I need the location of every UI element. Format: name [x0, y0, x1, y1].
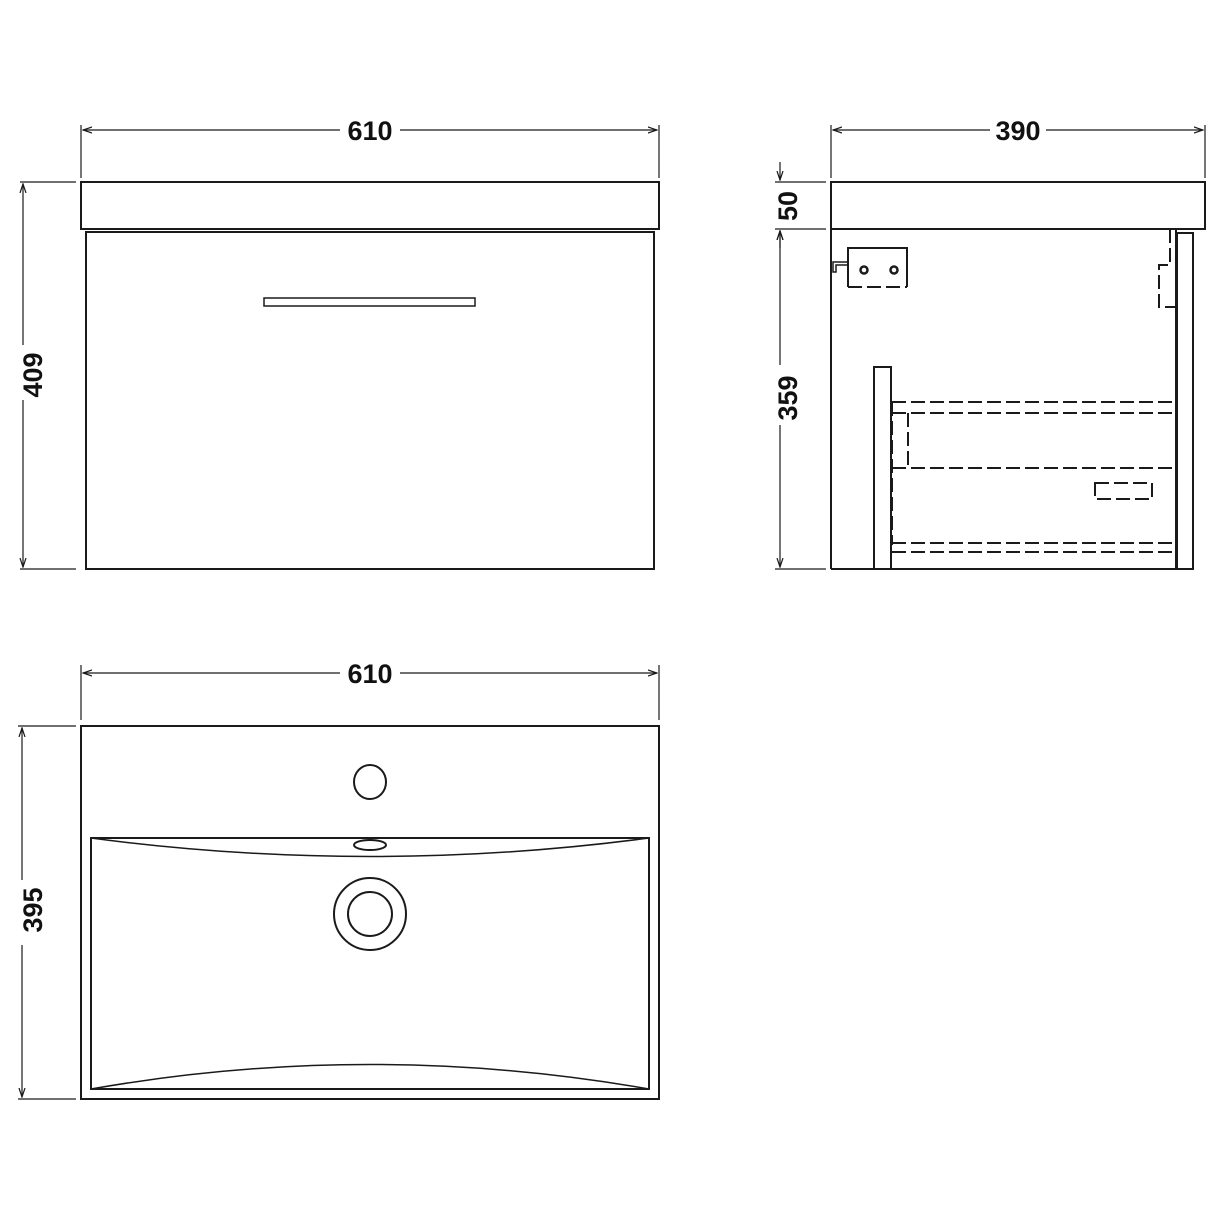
- drawer-box: [891, 401, 1176, 553]
- handle-cutout: [1094, 482, 1153, 500]
- front-panel: [1176, 232, 1194, 570]
- plan-width-dimension: 610: [80, 659, 660, 720]
- overflow-slot: [353, 839, 387, 851]
- side-elevation: 390 50 359: [773, 116, 1206, 570]
- bowl: [90, 837, 650, 1090]
- side-basin-band: [830, 181, 1206, 230]
- plan-view: 610 395: [18, 659, 660, 1100]
- tap-hole: [353, 764, 387, 800]
- bowl-front-curve: [90, 1063, 650, 1090]
- plan-depth-label: 395: [18, 887, 48, 932]
- basin-outline: [80, 725, 660, 1100]
- side-height-dimensions: 50 359: [773, 162, 826, 570]
- cabinet-height-label: 359: [773, 375, 803, 420]
- back-rail: [873, 366, 892, 569]
- front-elevation: 610 409: [18, 116, 660, 570]
- basin-top-band: [80, 181, 660, 230]
- waste-outlet-inner: [347, 891, 393, 937]
- front-height-label: 409: [18, 352, 48, 397]
- bowl-back-curve: [90, 837, 650, 858]
- front-width-label: 610: [347, 116, 392, 146]
- hinge-profile: [1158, 229, 1176, 308]
- waste-outlet-outer: [333, 877, 407, 951]
- basin-height-label: 50: [773, 191, 803, 221]
- front-width-dimension: 610: [80, 116, 660, 178]
- plan-width-label: 610: [347, 659, 392, 689]
- side-depth-label: 390: [995, 116, 1040, 146]
- front-height-dimension: 409: [18, 181, 76, 570]
- bar-handle: [263, 297, 476, 307]
- wall-bracket: [832, 247, 908, 288]
- drawer-front: [85, 231, 655, 570]
- side-depth-dimension: 390: [830, 116, 1206, 178]
- plan-depth-dimension: 395: [18, 725, 76, 1100]
